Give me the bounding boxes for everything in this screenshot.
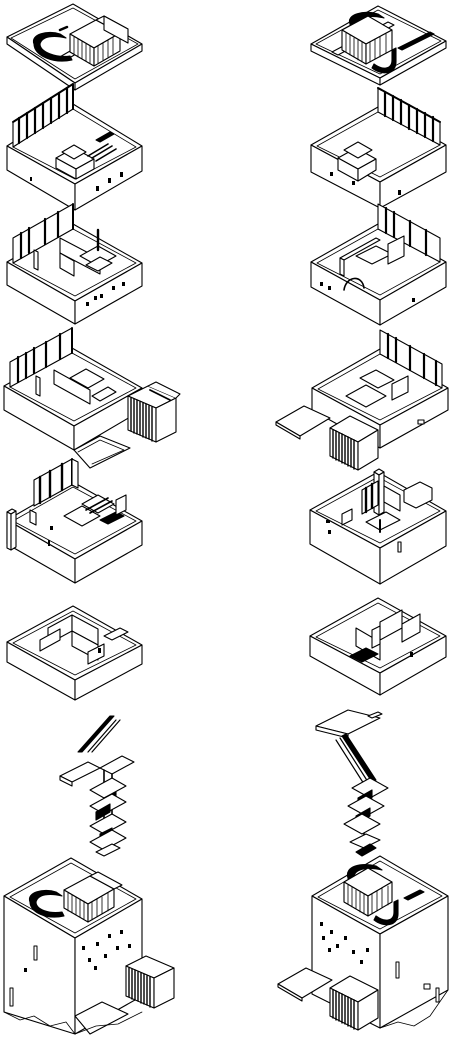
staircase-view-left (59, 715, 135, 857)
second-floor-view-left (3, 327, 181, 469)
first-floor-view-left (6, 458, 143, 584)
roof-view-left (6, 3, 143, 91)
third-floor-view-left (6, 203, 143, 325)
first-floor-view-right (309, 468, 447, 585)
upper-floor-view-left (6, 83, 143, 211)
ground-floor-view-right (309, 597, 447, 696)
third-floor-view-right (310, 203, 447, 326)
ground-floor-view-left (6, 605, 143, 701)
assembled-house-view-left (3, 857, 175, 1035)
upper-floor-view-right (310, 87, 447, 209)
second-floor-view-right (275, 329, 449, 471)
staircase-view-right (315, 709, 389, 857)
roof-view-right (310, 5, 447, 86)
assembled-house-view-right (277, 855, 449, 1031)
